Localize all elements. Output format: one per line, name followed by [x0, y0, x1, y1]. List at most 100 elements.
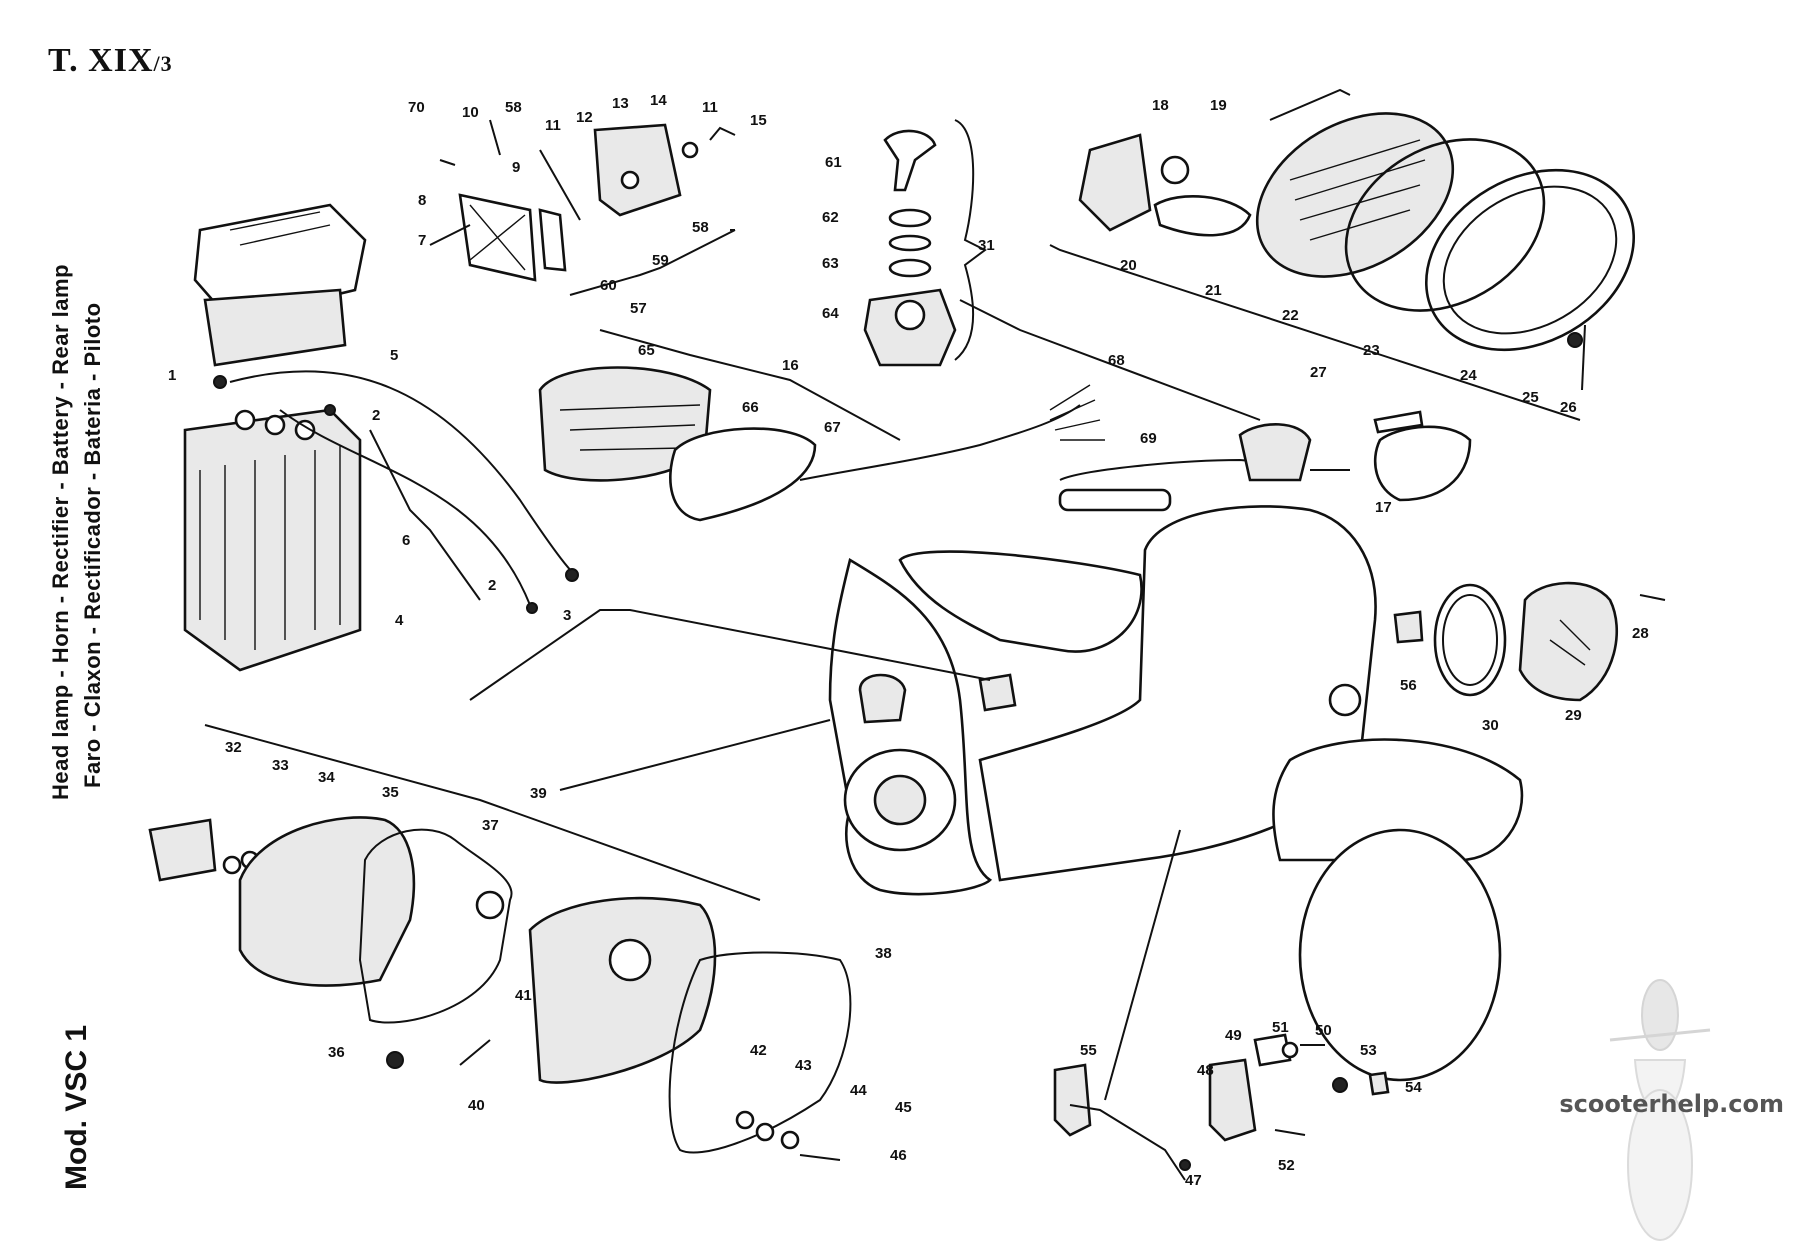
callout: 11 — [702, 99, 718, 116]
rim-screw-26 — [1581, 324, 1586, 391]
switch-ring — [888, 208, 932, 228]
brace-31 — [954, 119, 987, 361]
rectifier-group — [429, 119, 736, 296]
leader-55 — [1104, 829, 1181, 1101]
horn-body — [1518, 581, 1618, 702]
callout: 53 — [1360, 1042, 1377, 1059]
callout: 39 — [530, 785, 547, 802]
callout: 23 — [1363, 342, 1380, 359]
callout-layer: 1 2 2 3 4 5 6 7 8 9 10 11 11 12 13 14 15… — [168, 92, 1649, 1189]
watermark-text: scooterhelp.com — [1559, 1090, 1784, 1118]
horn-gasket — [1433, 583, 1507, 697]
callout: 25 — [1522, 389, 1539, 406]
callout: 10 — [462, 104, 479, 121]
callout: 59 — [652, 252, 669, 269]
callout: 21 — [1205, 282, 1222, 299]
callout: 56 — [1400, 677, 1417, 694]
cover-boss — [608, 938, 652, 982]
washer-45 — [780, 1130, 800, 1150]
callout: 58 — [692, 219, 709, 236]
nut-36 — [386, 1051, 404, 1069]
bracket-47 — [1069, 1104, 1186, 1181]
callout: 27 — [1310, 364, 1327, 381]
bulb-holder — [1078, 133, 1152, 232]
callout: 9 — [512, 159, 520, 176]
switch-washer — [888, 234, 932, 252]
scooter-silhouette-icon — [1609, 979, 1711, 1241]
harness-wires — [1049, 384, 1105, 441]
stop-switch-group — [1053, 829, 1390, 1181]
battery-terminal — [294, 419, 316, 441]
gasket-38 — [668, 951, 852, 1154]
battery-tray — [203, 288, 347, 367]
callout: 61 — [825, 154, 842, 171]
battery-texture — [199, 445, 341, 650]
battery-terminal — [234, 409, 256, 431]
left-grip — [1058, 488, 1172, 512]
callout: 64 — [822, 305, 839, 322]
callout: 38 — [875, 945, 892, 962]
rectifier-leaders — [429, 119, 581, 246]
front-fender — [1272, 738, 1524, 862]
callout: 35 — [382, 784, 399, 801]
callout: 34 — [318, 769, 335, 786]
callout: 16 — [782, 357, 799, 374]
rectifier-plate-detail — [469, 204, 526, 271]
callout: 2 — [372, 407, 380, 424]
callout: 67 — [824, 419, 841, 436]
callout: 50 — [1315, 1022, 1332, 1039]
horn-group — [1393, 581, 1666, 702]
battery-body — [183, 408, 362, 672]
bracket-6 — [369, 429, 481, 601]
clip-49 — [1253, 1033, 1292, 1067]
callout: 57 — [630, 300, 647, 317]
callout: 8 — [418, 192, 426, 209]
washer-33 — [222, 855, 242, 875]
callout: 52 — [1278, 1157, 1295, 1174]
gasket-37 — [358, 828, 513, 1024]
callout: 41 — [515, 987, 532, 1004]
callout: 15 — [750, 112, 767, 129]
callout: 48 — [1197, 1062, 1214, 1079]
scooter-body — [828, 423, 1524, 1082]
switch-48 — [1208, 1058, 1257, 1142]
callout: 31 — [978, 237, 995, 254]
rectifier-washer — [681, 141, 699, 159]
horn-screw-28 — [1639, 594, 1666, 601]
callout: 63 — [822, 255, 839, 272]
headlamp-rim — [1424, 168, 1636, 352]
rear-bulb-32 — [148, 818, 217, 882]
body-regulator — [858, 673, 907, 724]
callout: 51 — [1272, 1019, 1289, 1036]
callout: 36 — [328, 1044, 345, 1061]
callout: 14 — [650, 92, 667, 109]
washer-42 — [735, 1110, 755, 1130]
leader-battery-to-body — [469, 609, 991, 701]
cable-end — [324, 404, 336, 416]
rectifier-box — [593, 123, 682, 217]
bracket-27 — [1049, 244, 1581, 421]
switch-barrel — [894, 299, 926, 331]
callout: 22 — [1282, 307, 1299, 324]
callout: 1 — [168, 367, 176, 384]
cable-end — [565, 568, 579, 582]
seat — [898, 550, 1143, 653]
callout: 54 — [1405, 1079, 1422, 1096]
horn-grille — [1549, 619, 1591, 666]
callout: 58 — [505, 99, 522, 116]
callout: 69 — [1140, 430, 1157, 447]
leader-39 — [559, 719, 831, 791]
callout: 24 — [1460, 367, 1477, 384]
callout: 47 — [1185, 1172, 1202, 1189]
headlamp-group — [1049, 88, 1636, 421]
horn-clip-56 — [1393, 610, 1424, 644]
callout: 49 — [1225, 1027, 1242, 1044]
cable-end — [526, 602, 538, 614]
callout: 32 — [225, 739, 242, 756]
body-horn-mount — [1328, 683, 1362, 717]
callout: 43 — [795, 1057, 812, 1074]
headset-lamp — [1238, 423, 1312, 482]
cable-end — [213, 375, 227, 389]
switch-nut — [888, 258, 932, 278]
